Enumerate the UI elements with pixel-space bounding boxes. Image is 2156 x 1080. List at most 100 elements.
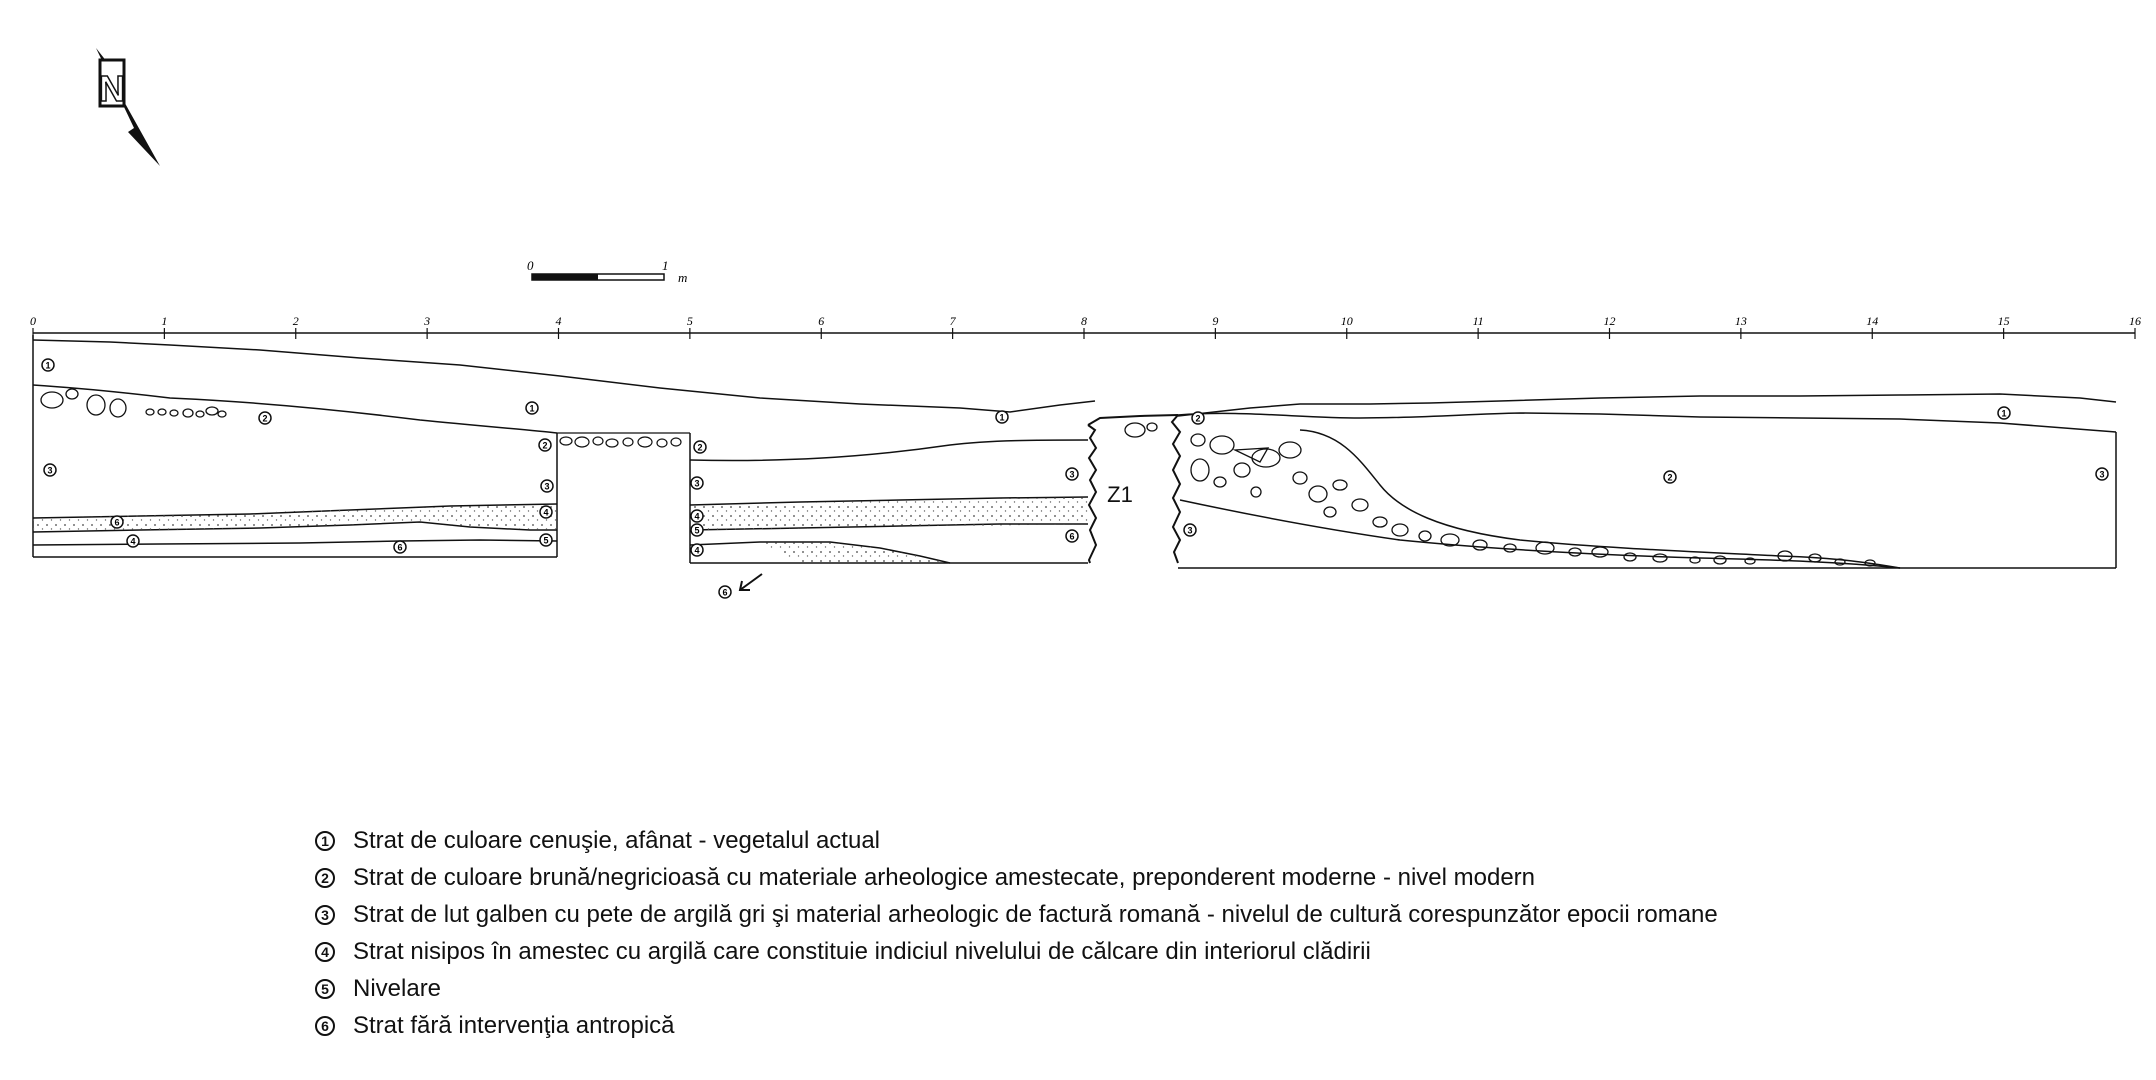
- layer-marker-number: 5: [543, 536, 548, 546]
- layer-marker-circle: [539, 505, 553, 519]
- layer-markers: 1 2 1 1 1 3 2 3 4 5 6 4 6 2 3 4 5 4 3 6 2 3 2 3 6: [41, 358, 2109, 599]
- layer-marker-circle: [1997, 406, 2011, 420]
- scale-bar: 0 1 m: [527, 258, 687, 285]
- layer-marker-number: 4: [130, 537, 135, 547]
- layer-marker-circle: [690, 523, 704, 537]
- scale-unit: m: [678, 270, 687, 285]
- legend-item: 3 Strat de lut galben cu pete de argilă …: [315, 896, 1718, 933]
- ruler-tick-label: 12: [1604, 314, 1616, 328]
- layer-marker-number: 3: [544, 482, 549, 492]
- sample-arrow-icon: [738, 573, 763, 591]
- legend-text: Strat nisipos în amestec cu argilă care …: [353, 937, 1371, 965]
- scale-end-label: 1: [662, 258, 669, 273]
- ruler-tick-label: 11: [1473, 314, 1484, 328]
- legend-number: 4: [315, 941, 335, 962]
- layer-marker-number: 6: [722, 588, 727, 598]
- legend-item: 5 Nivelare: [315, 970, 1718, 1007]
- ruler-tick-label: 3: [423, 314, 430, 328]
- layer-marker-number: 4: [694, 512, 699, 522]
- ruler-tick-label: 2: [293, 314, 299, 328]
- layer-marker-circle: [690, 543, 704, 557]
- layer-marker-number: 1: [2001, 409, 2006, 419]
- legend-item: 1 Strat de culoare cenuşie, afânat - veg…: [315, 822, 1718, 859]
- legend-number: 6: [315, 1015, 335, 1036]
- layer-marker-circle: [126, 534, 140, 548]
- legend-text: Strat de culoare brună/negricioasă cu ma…: [353, 863, 1536, 891]
- layer-marker-circle: [393, 540, 407, 554]
- section-panel-2: [689, 433, 1089, 564]
- layer-marker-circle: [690, 509, 704, 523]
- ruler-tick-label: 13: [1735, 314, 1747, 328]
- ruler-tick-label: 9: [1212, 314, 1218, 328]
- layer-marker-circle: [1065, 529, 1079, 543]
- layer-marker-circle: [995, 410, 1009, 424]
- layer-marker-circle: [690, 476, 704, 490]
- feature-label: Z1: [1107, 482, 1133, 507]
- legend: 1 Strat de culoare cenuşie, afânat - veg…: [315, 822, 1718, 1044]
- layer-marker-number: 1: [45, 361, 50, 371]
- layer-marker-circle: [1663, 470, 1677, 484]
- layer-marker-number: 2: [697, 443, 702, 453]
- ruler-tick-label: 10: [1341, 314, 1353, 328]
- legend-number: 3: [315, 904, 335, 925]
- layer-marker-circle: [540, 479, 554, 493]
- layer-marker-number: 2: [1195, 414, 1200, 424]
- layer-marker-circle: [258, 411, 272, 425]
- layer-marker-circle: [110, 515, 124, 529]
- layer-marker-number: 6: [397, 543, 402, 553]
- layer-marker-circle: [1065, 467, 1079, 481]
- ruler-tick-label: 0: [30, 314, 36, 328]
- ruler-tick-label: 4: [556, 314, 562, 328]
- layer-marker-number: 3: [1187, 526, 1192, 536]
- legend-text: Strat de lut galben cu pete de argilă gr…: [353, 900, 1718, 928]
- north-label: N: [99, 68, 125, 109]
- layer-marker-circle: [1183, 523, 1197, 537]
- layer-marker-number: 6: [1069, 532, 1074, 542]
- layer-marker-number: 2: [542, 441, 547, 451]
- ruler-tick-label: 1: [161, 314, 167, 328]
- rubble-band: [557, 432, 690, 448]
- layer-marker-circle: [539, 533, 553, 547]
- section-panel-3: [1177, 393, 2117, 569]
- ruler-tick-label: 8: [1081, 314, 1087, 328]
- legend-item: 4 Strat nisipos în amestec cu argilă car…: [315, 933, 1718, 970]
- legend-text: Strat fără intervenţia antropică: [353, 1011, 675, 1039]
- layer-marker-number: 2: [262, 414, 267, 424]
- north-arrow-icon: N: [96, 48, 160, 166]
- scale-start-label: 0: [527, 258, 534, 273]
- layer-marker-circle: [1191, 411, 1205, 425]
- legend-number: 1: [315, 830, 335, 851]
- legend-number: 5: [315, 978, 335, 999]
- ruler-tick-label: 6: [818, 314, 824, 328]
- layer-marker-circle: [41, 358, 55, 372]
- layer-marker-circle: [2095, 467, 2109, 481]
- layer-marker-number: 1: [999, 413, 1004, 423]
- ruler-tick-label: 16: [2129, 314, 2141, 328]
- ruler-tick-label: 7: [950, 314, 957, 328]
- layer-marker-circle: [693, 440, 707, 454]
- layer-marker-circle: [43, 463, 57, 477]
- legend-item: 6 Strat fără intervenţia antropică: [315, 1007, 1718, 1044]
- layer-marker-number: 3: [694, 479, 699, 489]
- legend-number: 2: [315, 867, 335, 888]
- layer-marker-number: 1: [529, 404, 534, 414]
- legend-item: 2 Strat de culoare brună/negricioasă cu …: [315, 859, 1718, 896]
- legend-text: Strat de culoare cenuşie, afânat - veget…: [353, 826, 880, 854]
- layer-marker-number: 3: [2099, 470, 2104, 480]
- feature-z1-pit: Z1: [1087, 414, 1182, 564]
- layer-marker-number: 3: [1069, 470, 1074, 480]
- ruler-tick-label: 5: [687, 314, 693, 328]
- layer-marker-circle: [718, 585, 732, 599]
- ruler-tick-label: 15: [1998, 314, 2010, 328]
- layer-marker-number: 2: [1667, 473, 1672, 483]
- layer-marker-number: 6: [114, 518, 119, 528]
- layer-marker-number: 5: [694, 526, 699, 536]
- layer-marker-circle: [538, 438, 552, 452]
- layer-marker-number: 4: [543, 508, 548, 518]
- ruler-tick-label: 14: [1866, 314, 1878, 328]
- layer-marker-number: 3: [47, 466, 52, 476]
- legend-text: Nivelare: [353, 974, 442, 1002]
- layer-marker-number: 4: [694, 546, 699, 556]
